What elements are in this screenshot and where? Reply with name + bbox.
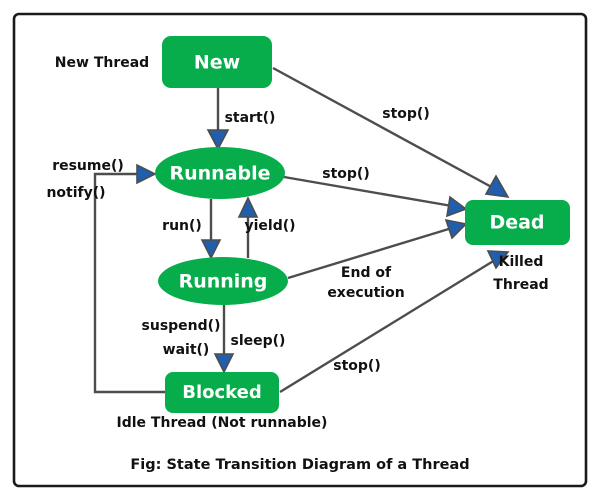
state-label-dead: Dead xyxy=(489,212,544,234)
edge-label-stop-runnable: stop() xyxy=(322,166,369,182)
edge-label-suspend: suspend() xyxy=(142,318,221,334)
edge-label-sleep: sleep() xyxy=(231,333,286,349)
edge-new-to-runnable xyxy=(206,88,230,151)
state-label-blocked: Blocked xyxy=(182,382,262,403)
edge-running-to-dead xyxy=(287,218,468,280)
state-node-runnable[interactable]: Runnable xyxy=(155,147,285,199)
arrowhead-start xyxy=(206,129,230,151)
arrowhead-end-of-execution xyxy=(444,218,468,240)
figure-caption: Fig: State Transition Diagram of a Threa… xyxy=(130,457,469,473)
edge-label-stop-new: stop() xyxy=(382,106,429,122)
state-shape-dead xyxy=(465,200,570,245)
edge-label-yield: yield() xyxy=(244,218,295,234)
arrowhead-stop-blocked xyxy=(486,250,510,270)
annotation-new-thread: New Thread xyxy=(55,55,149,71)
edge-line-end-of-execution xyxy=(287,226,453,280)
edge-label-wait: wait() xyxy=(163,342,210,358)
edge-running-to-runnable xyxy=(237,196,259,258)
annotation-killed-thread-line1: Killed xyxy=(499,254,544,270)
edge-line-stop-blocked xyxy=(279,258,496,394)
edge-new-to-dead xyxy=(272,66,510,199)
edge-label-start: start() xyxy=(225,110,276,126)
arrowhead-stop-new xyxy=(484,174,510,199)
state-shape-running xyxy=(158,257,288,305)
state-shape-new xyxy=(162,36,272,88)
arrowhead-yield xyxy=(237,196,259,218)
edge-label-notify: notify() xyxy=(46,185,105,201)
arrowhead-resume-notify xyxy=(136,163,157,185)
state-label-running: Running xyxy=(179,271,268,293)
edge-label-stop-blocked: stop() xyxy=(333,358,380,374)
edge-label-end-of-execution-2: execution xyxy=(327,285,404,301)
edge-running-to-blocked xyxy=(213,305,235,374)
state-label-runnable: Runnable xyxy=(169,163,270,185)
arrowhead-sleep xyxy=(213,353,235,374)
edge-line-stop-runnable xyxy=(283,175,453,208)
edge-blocked-to-runnable xyxy=(93,163,166,394)
edge-label-end-of-execution-1: End of xyxy=(341,265,392,281)
state-label-new: New xyxy=(194,52,240,74)
state-node-new[interactable]: New xyxy=(162,36,272,88)
diagram-frame xyxy=(12,12,588,488)
state-shape-blocked xyxy=(165,372,279,413)
edge-line-resume-notify xyxy=(93,172,166,394)
edge-label-run: run() xyxy=(162,218,202,234)
annotation-killed-thread-line2: Thread xyxy=(493,277,548,293)
arrowhead-stop-runnable xyxy=(445,195,468,218)
edge-blocked-to-dead xyxy=(279,250,510,394)
state-node-dead[interactable]: Dead xyxy=(465,200,570,245)
state-shape-runnable xyxy=(155,147,285,199)
annotation-idle-thread: Idle Thread (Not runnable) xyxy=(117,415,328,431)
edge-label-resume: resume() xyxy=(52,158,124,174)
state-node-blocked[interactable]: Blocked xyxy=(165,372,279,413)
edge-line-stop-new xyxy=(272,66,498,192)
arrowhead-run xyxy=(200,239,222,260)
edge-runnable-to-dead xyxy=(283,175,468,218)
edge-runnable-to-running xyxy=(200,199,222,260)
state-node-running[interactable]: Running xyxy=(158,257,288,305)
